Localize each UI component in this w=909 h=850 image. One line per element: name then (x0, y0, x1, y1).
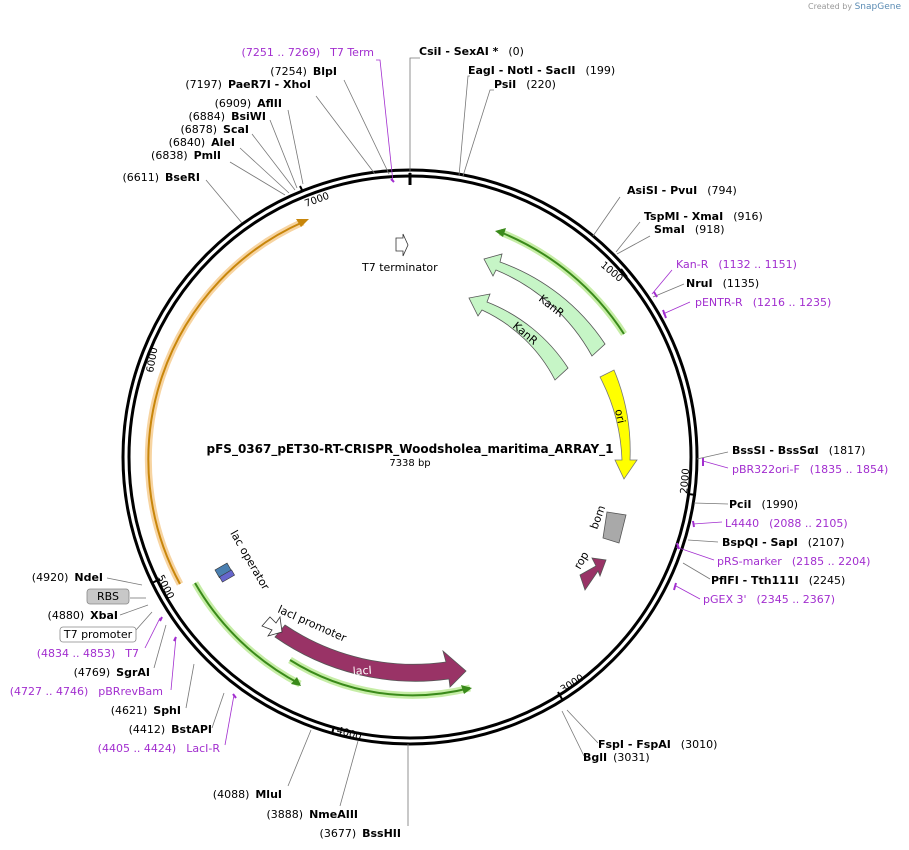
connectors-right (409, 57, 729, 757)
label-laci-r: (4405 .. 4424)LacI-R (98, 742, 221, 755)
label-pentr-r: pENTR-R(1216 .. 1235) (695, 296, 831, 309)
label-l4440: L4440(2088 .. 2105) (725, 517, 848, 530)
connectors-left (106, 59, 409, 826)
label-prs-marker: pRS-marker(2185 .. 2204) (717, 555, 870, 568)
green-arc-lacI (191, 581, 472, 699)
plasmid-length: 7338 bp (389, 458, 430, 469)
t7-promoter-box (59, 626, 137, 643)
label-pcii: PciI(1990) (729, 498, 798, 511)
label-bseri: (6611)BseRI (122, 171, 200, 184)
tick-7000 (299, 185, 304, 193)
label-bsssi: BssSI - BssSαI(1817) (732, 444, 865, 457)
tick-4000 (331, 725, 335, 735)
green-arc-kanr (495, 228, 627, 336)
snapgene-credit: Created by SnapGene (808, 2, 901, 12)
lac-operator: lac operator (214, 528, 272, 593)
label-ndei: (4920)NdeI (32, 571, 103, 584)
label-bstapi: (4412)BstAPI (129, 723, 212, 736)
label-scai: (6878)ScaI (180, 123, 249, 136)
ori-arrow: ori (599, 369, 638, 480)
backbone (121, 168, 699, 746)
ori-label: ori (612, 408, 628, 425)
label-alei: (6840)AleI (169, 136, 235, 149)
label-t7-term: (7251 .. 7269)T7 Term (242, 46, 374, 59)
tick-5000 (151, 578, 161, 584)
rbs-label: RBS (97, 590, 119, 603)
label-nmeaiii: (3888)NmeAIII (267, 808, 359, 821)
t7-promoter-label: T7 promoter (63, 628, 133, 641)
label-fspi: FspI - FspAI(3010) (598, 738, 717, 751)
plasmid-name: pFS_0367_pET30-RT-CRISPR_Woodsholea_mari… (207, 442, 614, 457)
tick-label-6000: 6000 (145, 347, 160, 374)
label-bgli: BglI(3031) (583, 751, 650, 764)
credit-prefix: Created by (808, 2, 853, 11)
label-nrui: NruI(1135) (686, 277, 759, 290)
label-pbrrevbam: (4727 .. 4746)pBRrevBam (10, 685, 163, 698)
rop-label: rop (571, 549, 591, 571)
label-t7-primer: (4834 .. 4853)T7 (37, 647, 139, 660)
tick-1000 (620, 268, 628, 278)
bom-feature: bom (588, 504, 627, 544)
t7-terminator-arrow: T7 terminator (361, 233, 438, 274)
label-paer7i: (7197)PaeR7I - XhoI (185, 78, 311, 91)
primer-marks (159, 178, 704, 699)
labels-right: CsiI - SexAI *(0) EagI - NotI - SacII(19… (419, 45, 888, 764)
tick-label-7000: 7000 (303, 191, 331, 210)
orange-feature-arc (144, 218, 309, 586)
label-bsiwi: (6884)BsiWI (188, 110, 266, 123)
tick-label-5000: 5000 (154, 573, 175, 601)
lac-operator-label: lac operator (227, 528, 272, 593)
label-sgrai: (4769)SgrAI (74, 666, 150, 679)
label-pflfi: PflFI - Tth111I(2245) (711, 574, 845, 587)
tick-label-2000: 2000 (679, 468, 692, 494)
rbs-box (86, 588, 130, 605)
label-bsshii: (3677)BssHII (320, 827, 401, 840)
lacI-arrow: lacI (274, 624, 467, 688)
credit-brand: SnapGene (854, 2, 901, 12)
label-asisi: AsiSI - PvuI(794) (627, 184, 737, 197)
label-tspmi: TspMI - XmaI(916) (644, 210, 763, 223)
label-blpi: (7254)BlpI (270, 65, 337, 78)
label-eagi: EagI - NotI - SacII(199) (468, 64, 615, 77)
label-sphi: (4621)SphI (111, 704, 181, 717)
kanr-arrow-1: KanR (483, 253, 606, 357)
labels-left: (7251 .. 7269)T7 Term (7254)BlpI (7197)P… (10, 46, 401, 840)
t7-terminator-label: T7 terminator (361, 261, 438, 274)
label-kan-r: Kan-R(1132 .. 1151) (676, 258, 797, 271)
label-aflii: (6909)AflII (215, 97, 282, 110)
label-bspqi: BspQI - SapI(2107) (722, 536, 844, 549)
label-mlui: (4088)MluI (213, 788, 282, 801)
label-pmli: (6838)PmlI (151, 149, 221, 162)
lacI-label: lacI (352, 664, 372, 678)
label-psii: PsiI(220) (494, 78, 556, 91)
tick-2000 (687, 493, 697, 496)
label-smai: SmaI(918) (654, 223, 725, 236)
label-pbr322ori-f: pBR322ori-F(1835 .. 1854) (732, 463, 888, 476)
tick-label-4000: 4000 (335, 725, 362, 743)
label-xbai: (4880)XbaI (48, 609, 118, 622)
rop-arrow: rop (571, 549, 607, 591)
tick-3000 (557, 691, 563, 700)
label-csii: CsiI - SexAI *(0) (419, 45, 524, 58)
label-pgex3: pGEX 3'(2345 .. 2367) (703, 593, 835, 606)
